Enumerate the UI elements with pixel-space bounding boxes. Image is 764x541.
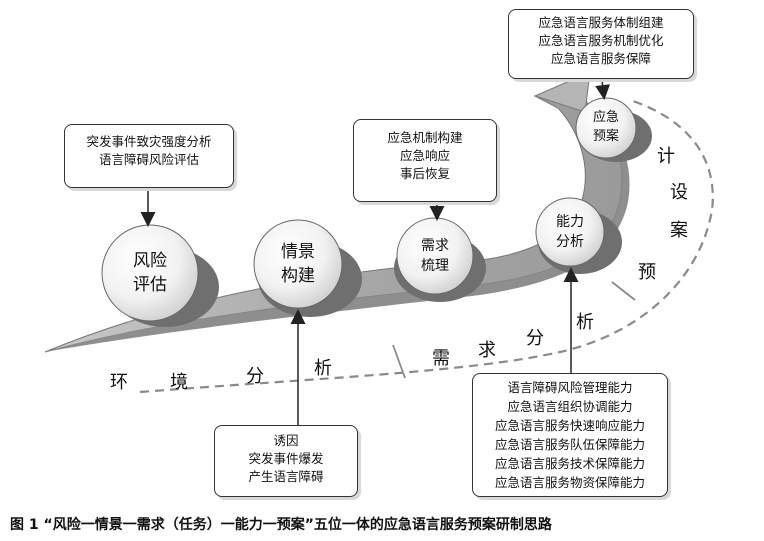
callout-capability: 语言障碍风险管理能力应急语言组织协调能力应急语言服务快速响应能力 应急语言服务队… [472,373,668,497]
node-label-scenario: 情景构建 [281,242,315,286]
node-scenario [253,219,343,309]
node-label-risk: 风险评估 [133,251,167,295]
flow-band-shadow [45,108,630,352]
phase-environment-char-2: 境 [170,372,188,393]
phase-demand-char-2: 求 [478,340,496,361]
node-capability [535,197,605,267]
phase-demand-char-1: 需 [432,348,450,369]
node-label-capability: 能力分析 [556,214,584,250]
phase-demand-char-3: 分 [526,328,544,349]
callout-risk: 突发事件致灾强度分析语言障碍风险评估 [64,124,234,188]
phase-environment-char-4: 析 [314,358,332,379]
figure-caption: 图 1 “风险一情景一需求（任务）一能力一预案”五位一体的应急语言服务预案研制思… [10,517,552,533]
phase-plan-char-2: 设 [670,182,688,203]
phase-divider-1 [392,344,406,379]
phase-environment-char-3: 分 [246,366,264,387]
dashed-boundary [139,98,714,394]
callout-system: 应急语言服务体制组建应急语言服务机制优化应急语言服务保障 [508,9,694,79]
node-label-demand: 需求梳理 [421,238,449,274]
arrow-system [595,79,611,100]
node-label-plan: 应急预案 [592,110,619,144]
callout-cause: 诱因突发事件爆发产生语言障碍 [214,425,358,497]
phase-demand-char-4: 析 [576,312,594,333]
callout-mechanism: 应急机制构建应急响应事后恢复 [353,119,497,202]
phase-environment-char-1: 环 [110,372,128,393]
flow-arrowhead [533,71,591,113]
phase-plan-char-1: 计 [657,146,675,167]
phase-divider-2 [611,281,636,301]
phase-plan-char-4: 预 [638,262,656,283]
phase-plan-char-3: 案 [670,220,688,241]
